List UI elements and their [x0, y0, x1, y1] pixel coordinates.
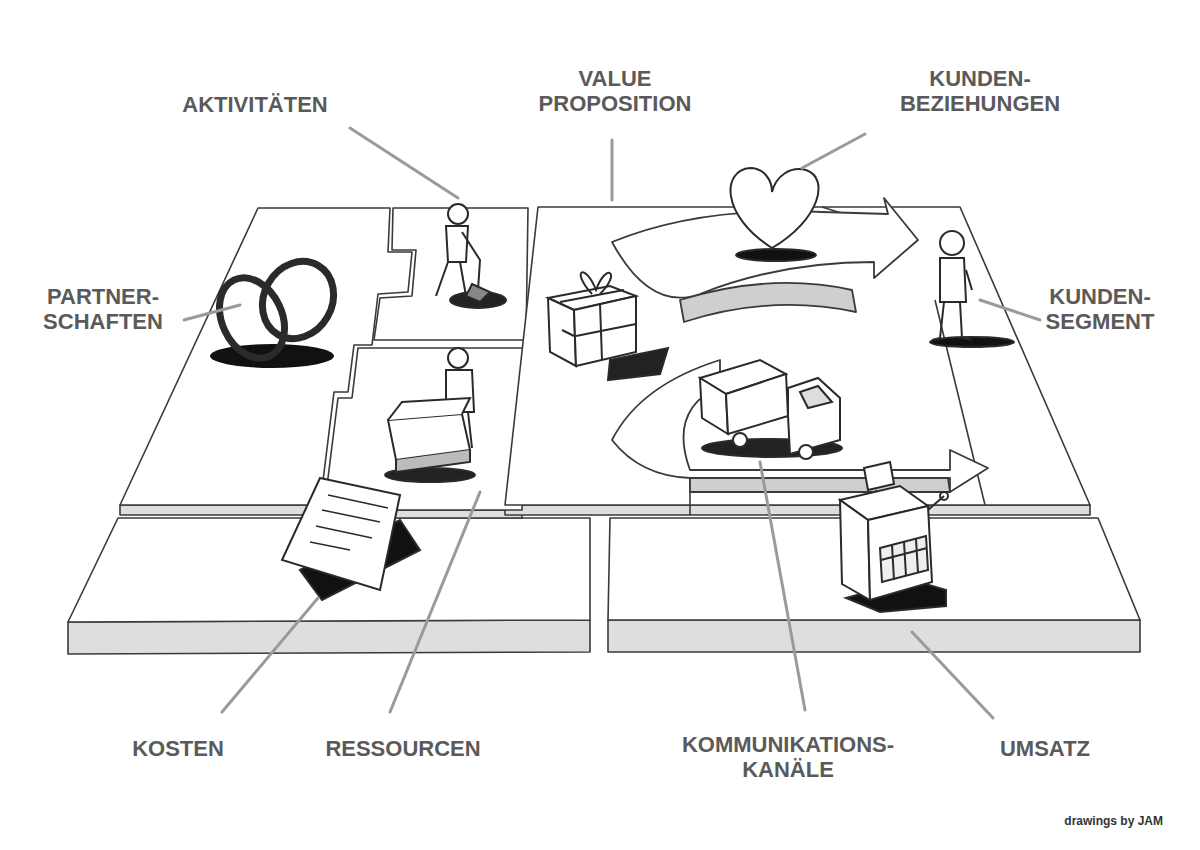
flow-arrows: [612, 198, 988, 492]
part-label: AKTIVITÄTEN: [182, 92, 327, 117]
heart-icon: [731, 168, 819, 261]
chest-person-icon: [385, 348, 475, 482]
canvas-board: [68, 207, 1140, 654]
part-label: VALUE PROPOSITION: [539, 66, 692, 116]
part-label: KUNDEN- BEZIEHUNGEN: [900, 66, 1060, 116]
part-label: KOMMUNIKATIONS- KANÄLE: [682, 732, 894, 782]
part-label: PARTNER- SCHAFTEN: [43, 284, 163, 334]
customer-person-icon: [930, 231, 1014, 347]
part-label: KOSTEN: [132, 736, 224, 761]
part-label: RESSOURCEN: [325, 736, 480, 761]
truck-icon: [700, 360, 842, 459]
gift-icon: [548, 272, 668, 380]
credit-note: drawings by JAM: [1064, 814, 1163, 828]
leader-lines: [184, 128, 1040, 718]
cost-document-icon: [282, 478, 420, 600]
digging-person-icon: [436, 204, 506, 308]
part-label: KUNDEN- SEGMENT: [1046, 284, 1155, 334]
cash-register-icon: [840, 462, 948, 612]
part-label: UMSATZ: [1000, 736, 1090, 761]
